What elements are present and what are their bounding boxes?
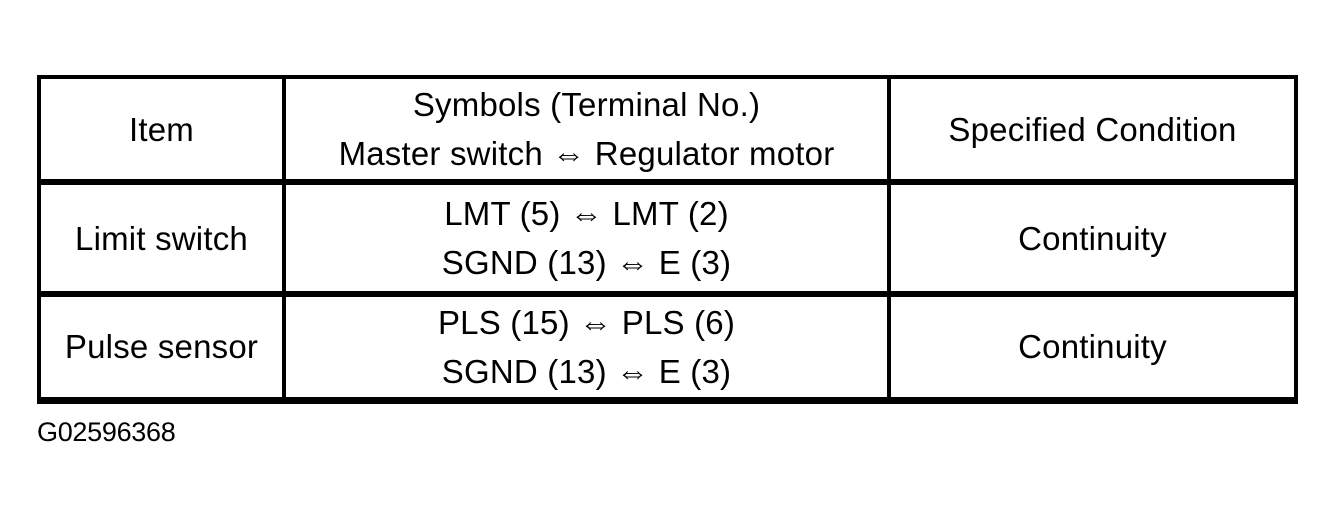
- table-row-limit-switch: Limit switch LMT (5) ⇔ LMT (2) SGND (13)…: [37, 179, 1298, 296]
- header-cell-condition: Specified Condition: [887, 75, 1298, 184]
- header-condition-label: Specified Condition: [948, 110, 1237, 148]
- cell-condition: Continuity: [887, 179, 1298, 296]
- header-cell-item: Item: [37, 75, 286, 184]
- cell-item: Limit switch: [37, 179, 286, 296]
- item-label: Limit switch: [75, 219, 248, 257]
- item-label: Pulse sensor: [64, 328, 259, 366]
- table-row-pulse-sensor: Pulse sensor PLS (15) ⇔ PLS (6) SGND (13…: [37, 291, 1298, 404]
- cell-symbols: PLS (15) ⇔ PLS (6) SGND (13) ⇔ E (3): [282, 291, 891, 404]
- header-cell-symbols: Symbols (Terminal No.) Master switch ⇔ R…: [282, 75, 891, 184]
- header-item-label: Item: [129, 110, 194, 148]
- figure-id-label: G02596368: [37, 417, 176, 447]
- condition-label: Continuity: [1018, 328, 1167, 366]
- cell-symbols: LMT (5) ⇔ LMT (2) SGND (13) ⇔ E (3): [282, 179, 891, 296]
- header-symbols-line2: Master switch ⇔ Regulator motor: [338, 135, 835, 172]
- table-header-row: Item Symbols (Terminal No.) Master switc…: [37, 75, 1298, 184]
- symbols-line1: LMT (5) ⇔ LMT (2): [444, 195, 729, 232]
- condition-label: Continuity: [1018, 219, 1167, 257]
- cell-item: Pulse sensor: [37, 291, 286, 404]
- symbols-line2: SGND (13) ⇔ E (3): [441, 244, 732, 281]
- header-symbols-line1: Symbols (Terminal No.): [412, 86, 761, 123]
- symbols-line1: PLS (15) ⇔ PLS (6): [437, 303, 736, 341]
- cell-condition: Continuity: [887, 291, 1298, 404]
- terminal-continuity-table: Item Symbols (Terminal No.) Master switc…: [37, 75, 1298, 404]
- symbols-line2: SGND (13) ⇔ E (3): [441, 352, 732, 390]
